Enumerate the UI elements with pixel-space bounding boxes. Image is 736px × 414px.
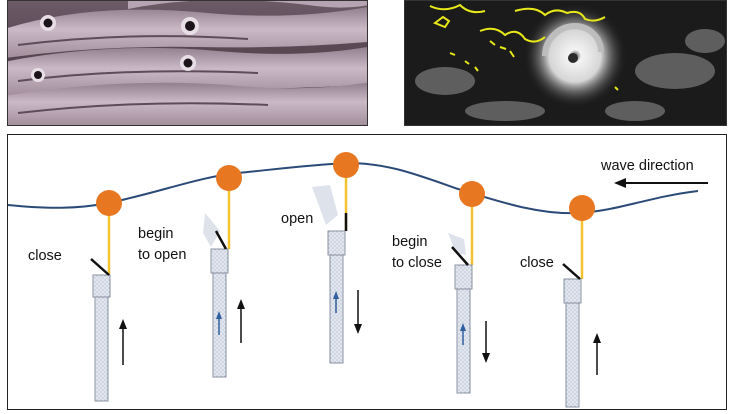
valve-lid-partial bbox=[214, 230, 228, 250]
float-buoy bbox=[459, 181, 485, 207]
float-buoy bbox=[216, 165, 242, 191]
float-unit-close-1: close bbox=[28, 190, 127, 402]
state-label: open bbox=[281, 211, 313, 227]
state-label-line2: to open bbox=[138, 247, 186, 263]
float-buoy bbox=[333, 152, 359, 178]
state-label: close bbox=[520, 255, 554, 271]
valve-lid-closed bbox=[562, 263, 581, 280]
water-spray bbox=[203, 213, 220, 247]
wave-direction-label: wave direction bbox=[600, 158, 694, 174]
state-label: close bbox=[28, 248, 62, 264]
state-label-line1: begin bbox=[138, 226, 173, 242]
float-buoy bbox=[96, 190, 122, 216]
satellite-image bbox=[405, 1, 726, 125]
state-label-line2: to close bbox=[392, 255, 442, 271]
water-spray bbox=[312, 185, 338, 225]
fish-photo bbox=[7, 0, 368, 126]
cloud-patches bbox=[415, 29, 725, 121]
water-spray bbox=[448, 233, 466, 255]
float-unit-begin-to-open: begin to open bbox=[138, 165, 245, 378]
typhoon-satellite-photo bbox=[404, 0, 727, 126]
wave-direction-arrow bbox=[614, 178, 708, 188]
float-unit-begin-to-close: begin to close bbox=[392, 181, 490, 394]
coastlines bbox=[429, 3, 619, 91]
float-unit-close-2: close bbox=[520, 195, 601, 408]
diagram-canvas: wave direction close bbox=[7, 152, 708, 408]
valve-lid-partial bbox=[451, 246, 469, 266]
fish-eyes bbox=[31, 15, 199, 82]
float-unit-open: open bbox=[281, 152, 362, 364]
fish-image bbox=[8, 1, 367, 125]
state-label-line1: begin bbox=[392, 234, 427, 250]
float-buoy bbox=[569, 195, 595, 221]
valve-lid-closed bbox=[90, 258, 110, 276]
float-valve-diagram: wave direction close bbox=[7, 134, 727, 410]
